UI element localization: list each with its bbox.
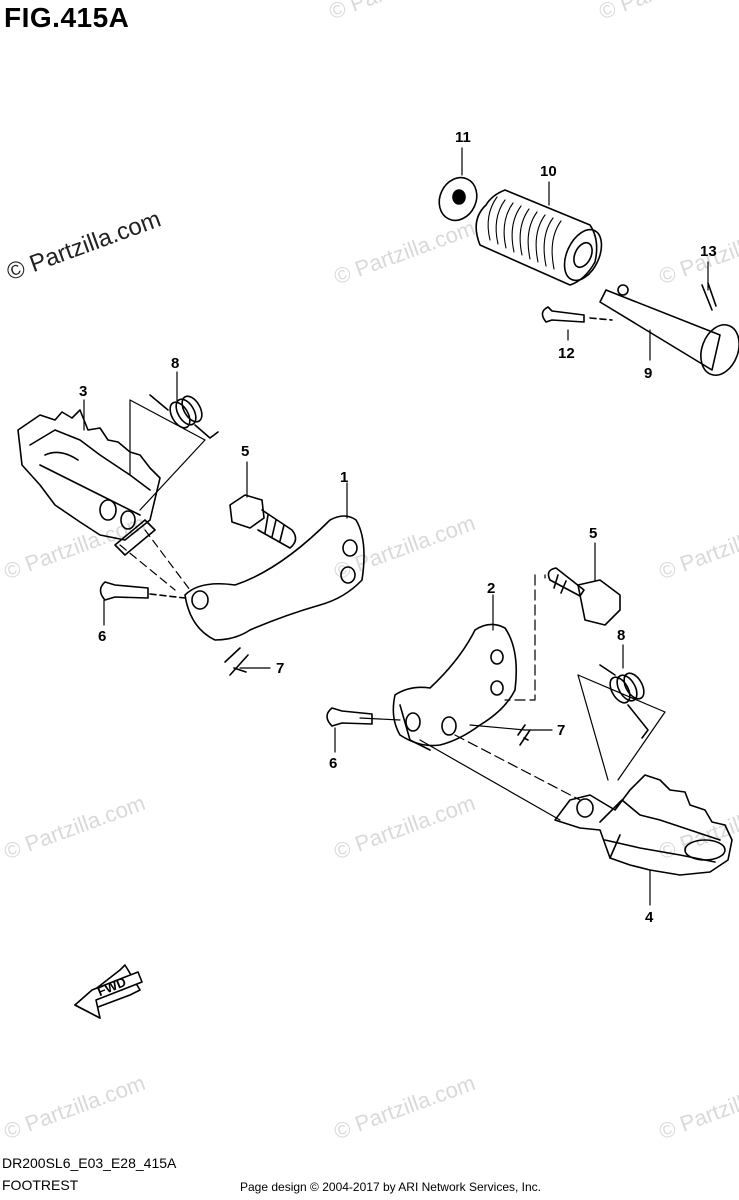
part-12-pin — [541, 306, 613, 323]
callout-6: 6 — [98, 628, 106, 645]
callout-6: 6 — [329, 755, 337, 772]
section-name: FOOTREST — [2, 1177, 79, 1193]
part-5-bolt-lower — [547, 567, 621, 626]
callout-7: 7 — [557, 722, 565, 739]
callout-3: 3 — [79, 383, 87, 400]
assembly-lines-right — [359, 574, 666, 821]
callout-10: 10 — [540, 163, 557, 180]
part-7-cotter-left — [224, 647, 249, 676]
callout-8: 8 — [617, 627, 625, 644]
part-9-shaft — [599, 284, 739, 376]
callout-5: 5 — [589, 525, 597, 542]
callout-2: 2 — [487, 580, 495, 597]
part-8-spring-upper — [149, 394, 219, 439]
copyright-credit: Page design © 2004-2017 by ARI Network S… — [240, 1180, 542, 1194]
part-7-cotter-right — [517, 724, 531, 746]
part-10-grip — [475, 189, 603, 286]
callout-4: 4 — [645, 909, 654, 926]
fwd-arrow[interactable]: FWD — [74, 964, 143, 1019]
callout-9: 9 — [644, 365, 652, 382]
callout-12: 12 — [558, 345, 575, 362]
callout-1: 1 — [340, 469, 348, 486]
callout-leaders — [83, 147, 709, 906]
callout-5: 5 — [241, 443, 249, 460]
part-6-bolt-left — [99, 581, 186, 601]
callout-numbers: 1 2 3 4 5 5 6 6 7 7 8 8 9 10 11 12 13 — [79, 129, 717, 926]
part-8-spring-lower — [599, 664, 649, 739]
part-3-footrest-left — [17, 409, 161, 556]
part-2-bracket — [392, 623, 518, 751]
callout-8: 8 — [171, 355, 179, 372]
diagram-code: DR200SL6_E03_E28_415A — [2, 1155, 177, 1171]
figure-title: FIG.415A — [4, 2, 130, 33]
part-11-washer — [438, 176, 478, 222]
part-4-footrest-right — [554, 774, 733, 876]
part-6-bolt-right — [326, 707, 373, 727]
part-1-bracket — [184, 515, 365, 641]
part-5-bolt-upper — [229, 494, 297, 549]
callout-13: 13 — [700, 243, 717, 260]
part-13-cotter — [701, 282, 717, 311]
callout-11: 11 — [455, 129, 471, 146]
assembly-lines-left — [119, 399, 206, 591]
callout-7: 7 — [276, 660, 284, 677]
